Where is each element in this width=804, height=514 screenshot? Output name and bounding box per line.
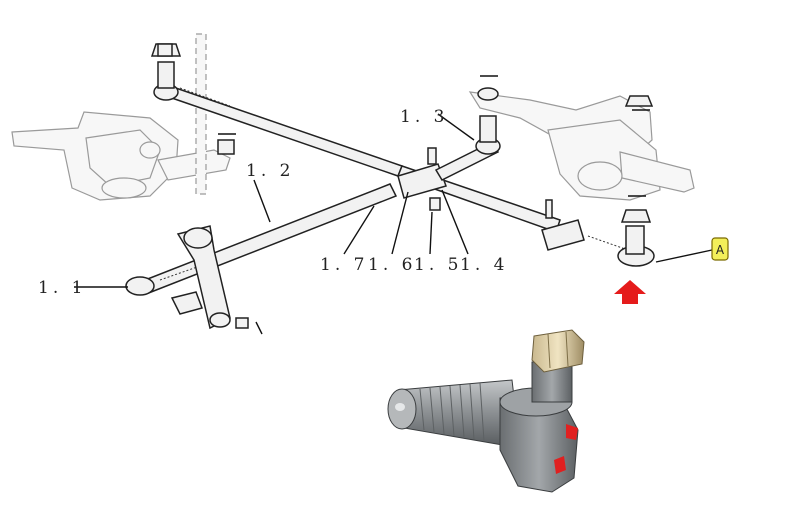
tie-rod-end-photo xyxy=(387,329,585,493)
right-clamp xyxy=(541,199,585,251)
label-1-6: 1. 6 xyxy=(368,255,416,275)
label-1-4: 1. 4 xyxy=(460,255,508,275)
right-inner-ball-joint xyxy=(475,75,501,155)
callout-a: A xyxy=(711,237,729,261)
pitman-arm xyxy=(170,225,249,330)
label-1-2: 1. 2 xyxy=(246,161,294,181)
label-1-5: 1. 5 xyxy=(414,255,462,275)
label-1-1: 1. 1 xyxy=(38,278,86,298)
leader-lines xyxy=(74,113,713,288)
right-steering-knuckle xyxy=(468,91,695,201)
callout-a-label: A xyxy=(716,243,725,257)
label-1-7: 1. 7 xyxy=(320,255,368,275)
center-tie-rod xyxy=(125,183,398,296)
label-1-3: 1. 3 xyxy=(400,107,448,127)
up-arrow-icon xyxy=(614,280,646,304)
hardware-bolts xyxy=(157,43,263,335)
right-outer-ball-joint xyxy=(617,95,655,267)
left-steering-knuckle xyxy=(11,33,231,201)
